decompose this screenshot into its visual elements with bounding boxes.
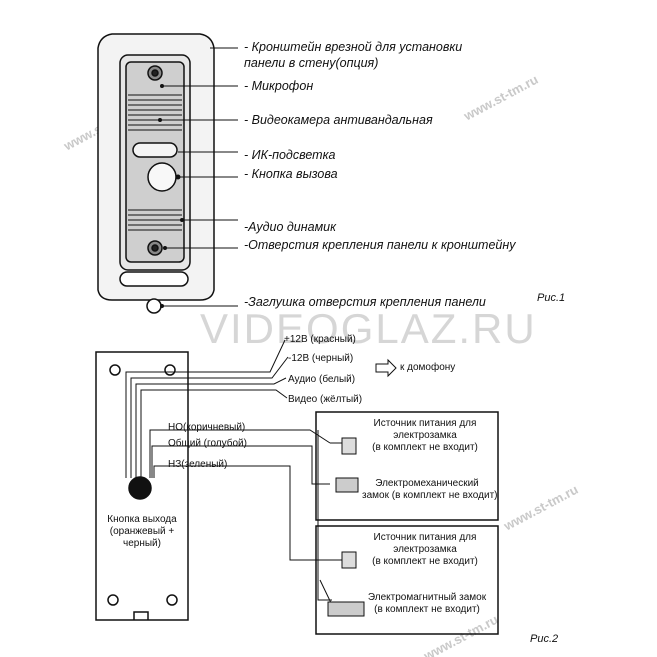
fig2-wires [125, 339, 342, 606]
watermark-videoglaz: VIDEOGLAZ.RU [200, 305, 537, 352]
label-ir-led: - ИК-подсветка [244, 148, 336, 162]
label-to-intercom: к домофону [400, 362, 456, 373]
wire-audio: Аудио (белый) [288, 374, 356, 385]
wire-video: Видео (жёлтый) [288, 394, 363, 405]
wire-nc: НЗ(зеленый) [168, 459, 228, 470]
fig2-panel [95, 351, 189, 621]
label-camera: - Видеокамера антивандальная [244, 113, 433, 127]
wire-minus12: -12В (черный) [288, 353, 354, 364]
label-bracket-cont: панели в стену(опция) [244, 56, 379, 70]
label-mount-holes: -Отверстия крепления панели к кронштейну [244, 238, 516, 252]
wire-common: Общий (голубой) [168, 438, 247, 449]
label-call-button: - Кнопка вызова [244, 167, 338, 181]
box2-psu-label: Источник питания для электрозамка (в ком… [372, 532, 478, 567]
label-bracket: - Кронштейн врезной для установки [244, 40, 463, 54]
box1 [315, 411, 499, 521]
wire-no: НО(коричневый) [168, 422, 246, 433]
box1-lock-label: Электромеханический замок (в комплект не… [362, 478, 498, 501]
box2 [315, 525, 499, 635]
label-speaker: -Аудио динамик [244, 220, 337, 234]
exit-button-label: Кнопка выхода (оранжевый + черный) [107, 514, 177, 549]
caption-fig1: Рис.1 [537, 292, 566, 304]
box1-psu-label: Источник питания для электрозамка (в ком… [372, 418, 478, 453]
label-microphone: - Микрофон [244, 79, 314, 93]
psu-icon [341, 437, 357, 569]
lock-icon [327, 477, 365, 617]
arrow-to-intercom [375, 358, 397, 378]
fig1-leaders [160, 47, 238, 307]
box2-lock-label: Электромагнитный замок (в комплект не вх… [367, 592, 487, 615]
wire-plus12: +12В (красный) [284, 334, 356, 345]
fig1-panel [97, 33, 215, 314]
caption-fig2: Рис.2 [530, 633, 559, 645]
label-plug: -Заглушка отверстия крепления панели [244, 295, 486, 309]
fig1-leader-dots [158, 84, 184, 308]
